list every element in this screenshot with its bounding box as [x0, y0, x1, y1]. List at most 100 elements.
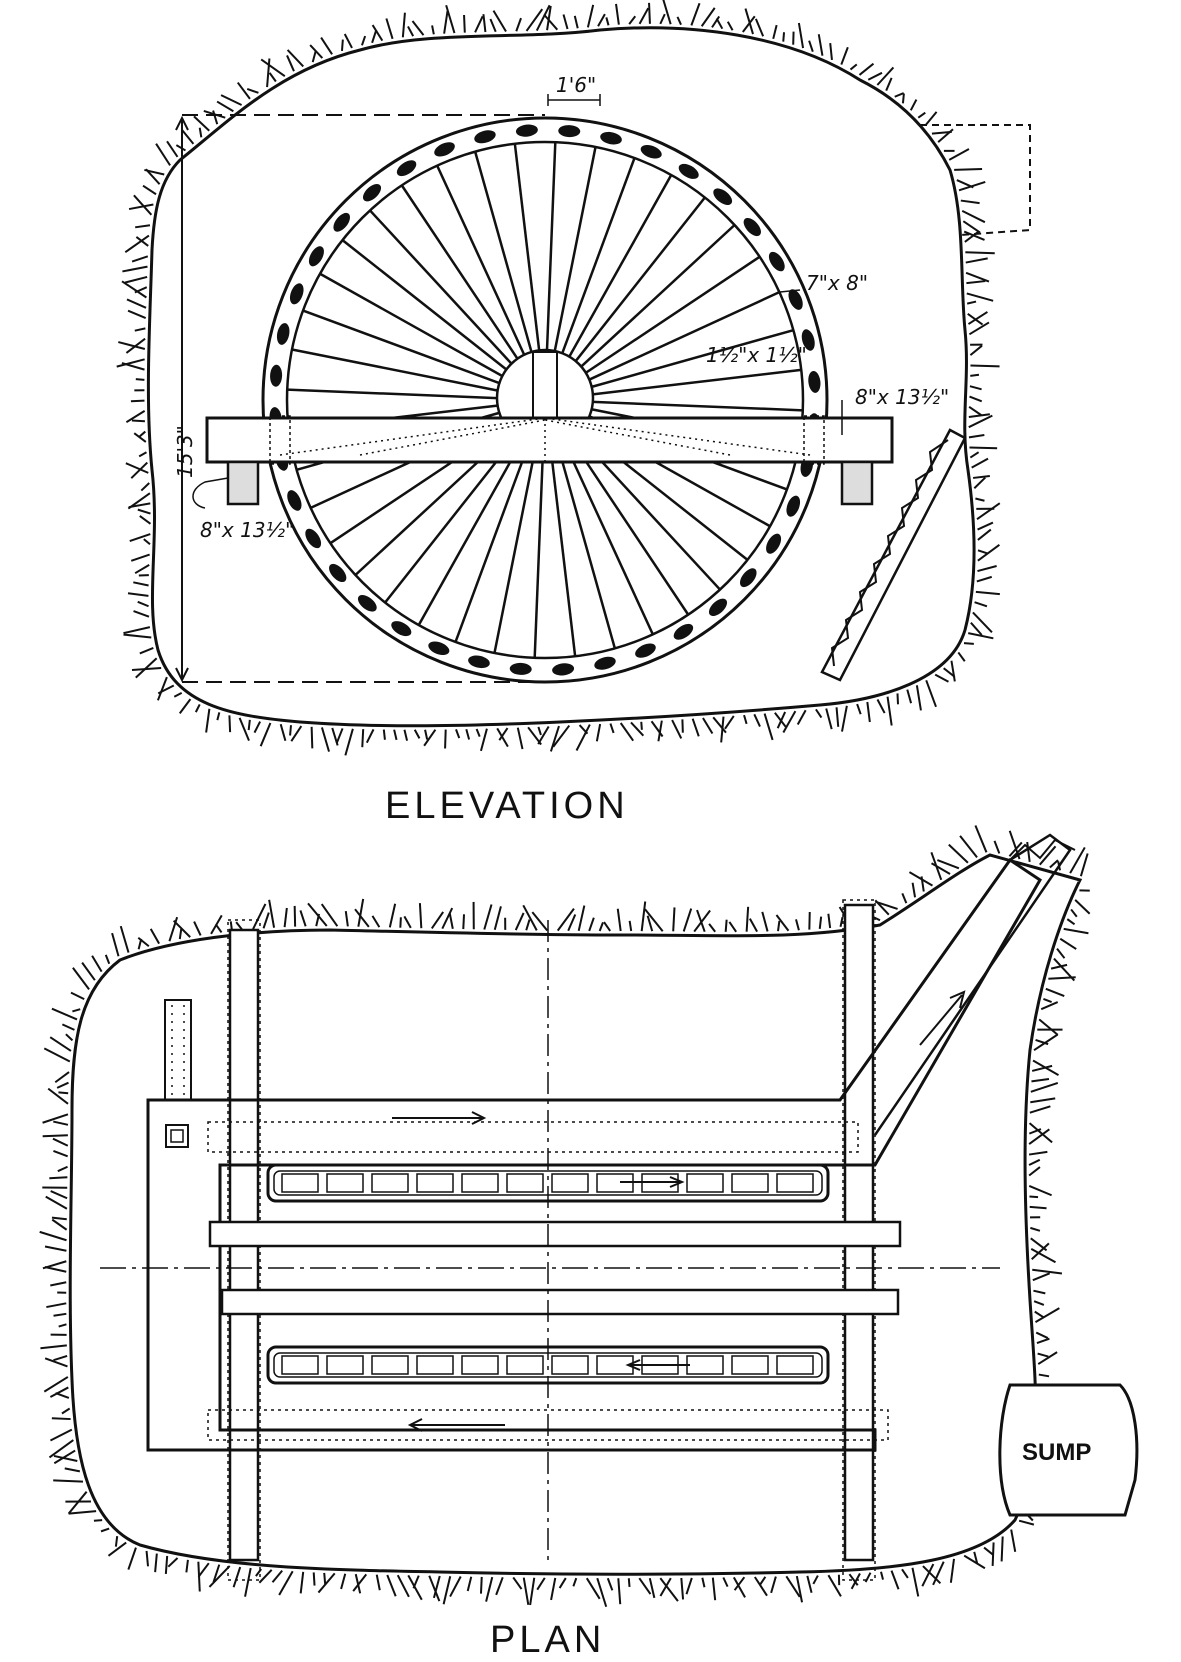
- hatch-stroke: [400, 917, 401, 927]
- hatch-stroke: [69, 1511, 97, 1513]
- hatch-stroke: [513, 1577, 521, 1589]
- hatch-stroke: [575, 16, 578, 28]
- hatch-stroke: [174, 921, 191, 937]
- hatch-stroke: [913, 883, 915, 898]
- hatch-stroke: [783, 711, 795, 732]
- hatch-stroke: [949, 845, 968, 863]
- hatch-stroke: [963, 221, 980, 232]
- hatch-stroke: [588, 5, 593, 27]
- hatch-stroke: [346, 911, 348, 926]
- hatch-stroke: [209, 1566, 229, 1587]
- hatch-stroke: [290, 725, 291, 735]
- hatch-stroke: [1032, 1270, 1062, 1274]
- hatch-stroke: [621, 723, 633, 741]
- hatch-stroke: [606, 17, 608, 25]
- hatch-stroke: [629, 1578, 630, 1587]
- hatch-stroke: [138, 510, 151, 514]
- hatch-stroke: [386, 18, 392, 38]
- hatch-stroke: [725, 716, 734, 729]
- hatch-stroke: [54, 1314, 67, 1316]
- hatch-stroke: [965, 252, 994, 253]
- hatch-stroke: [969, 448, 997, 449]
- hatch-stroke: [199, 1563, 209, 1577]
- hatch-stroke: [1039, 1375, 1049, 1377]
- hatch-stroke: [444, 1576, 451, 1604]
- plan-caption: PLAN: [490, 1619, 605, 1657]
- hatch-stroke: [321, 38, 332, 55]
- hatch-stroke: [238, 83, 250, 99]
- hatch-stroke: [216, 924, 222, 932]
- hatch-stroke: [82, 963, 95, 981]
- hatch-stroke: [420, 903, 421, 928]
- hatch-stroke: [966, 281, 985, 283]
- hatch-stroke: [975, 602, 987, 606]
- hatch-stroke: [229, 715, 230, 732]
- hatch-stroke: [72, 1009, 80, 1011]
- hatch-stroke: [128, 311, 146, 318]
- hatch-stroke: [372, 916, 379, 927]
- hatch-stroke: [970, 346, 982, 355]
- hatch-stroke: [830, 43, 832, 60]
- hatch-stroke: [1041, 1002, 1057, 1009]
- hatch-stroke: [537, 1578, 545, 1590]
- hatch-stroke: [1033, 1291, 1045, 1294]
- hatch-stroke: [314, 1572, 315, 1585]
- hatch-stroke: [1036, 1333, 1048, 1338]
- hatch-stroke: [970, 397, 982, 402]
- bucket: [270, 365, 283, 387]
- hatch-stroke: [174, 693, 181, 697]
- hatch-stroke: [337, 728, 343, 743]
- hatch-stroke: [850, 64, 856, 69]
- hatch-stroke: [902, 893, 906, 903]
- hatch-stroke: [151, 929, 159, 944]
- hatch-stroke: [167, 141, 177, 157]
- hatch-stroke: [300, 910, 305, 926]
- hatch-stroke: [937, 860, 959, 868]
- hatch-stroke: [677, 17, 681, 25]
- hatch-stroke: [116, 1536, 117, 1547]
- hatch-stroke: [978, 545, 1000, 561]
- hatch-stroke: [702, 8, 715, 26]
- hatch-stroke: [1002, 1536, 1003, 1561]
- hatch-stroke: [484, 905, 491, 930]
- hatch-stroke: [318, 1573, 334, 1592]
- spoke: [287, 390, 497, 398]
- hatch-stroke: [123, 627, 149, 633]
- hatch-stroke: [140, 648, 154, 654]
- hatch-stroke: [144, 539, 150, 544]
- hatch-stroke: [881, 1572, 883, 1580]
- hatch-stroke: [970, 375, 979, 376]
- hatch-stroke: [841, 47, 848, 64]
- hatch-stroke: [773, 25, 776, 39]
- hatch-stroke: [234, 1567, 241, 1587]
- hatch-stroke: [649, 3, 650, 24]
- hatch-stroke: [969, 407, 981, 415]
- hatch-stroke: [1030, 1207, 1047, 1208]
- hatch-stroke: [975, 499, 984, 501]
- hatch-stroke: [345, 729, 353, 756]
- hatch-stroke: [969, 322, 989, 334]
- hatch-stroke: [1067, 919, 1074, 924]
- hatch-stroke: [954, 169, 982, 170]
- hatch-stroke: [46, 1303, 66, 1307]
- hatch-stroke: [1027, 842, 1029, 862]
- hatch-stroke: [273, 1571, 283, 1583]
- hatch-stroke: [196, 704, 200, 712]
- support-post-right: [842, 462, 872, 504]
- hatch-stroke: [813, 1576, 818, 1584]
- hatch-stroke: [755, 1577, 767, 1596]
- hatch-stroke: [127, 299, 146, 307]
- hatch-stroke: [166, 1556, 167, 1574]
- hatch-stroke: [969, 435, 984, 437]
- hatch-stroke: [912, 1568, 918, 1597]
- hatch-stroke: [138, 602, 149, 606]
- spoke: [547, 142, 555, 352]
- hatch-stroke: [841, 917, 843, 927]
- hatch-stroke: [101, 1529, 109, 1532]
- hatch-stroke: [972, 459, 988, 468]
- hatch-stroke: [322, 727, 329, 751]
- hatch-stroke: [50, 1037, 71, 1051]
- spoke: [515, 144, 540, 353]
- bucket-pitch-label: 1'6": [556, 73, 596, 97]
- hatch-stroke: [140, 516, 151, 524]
